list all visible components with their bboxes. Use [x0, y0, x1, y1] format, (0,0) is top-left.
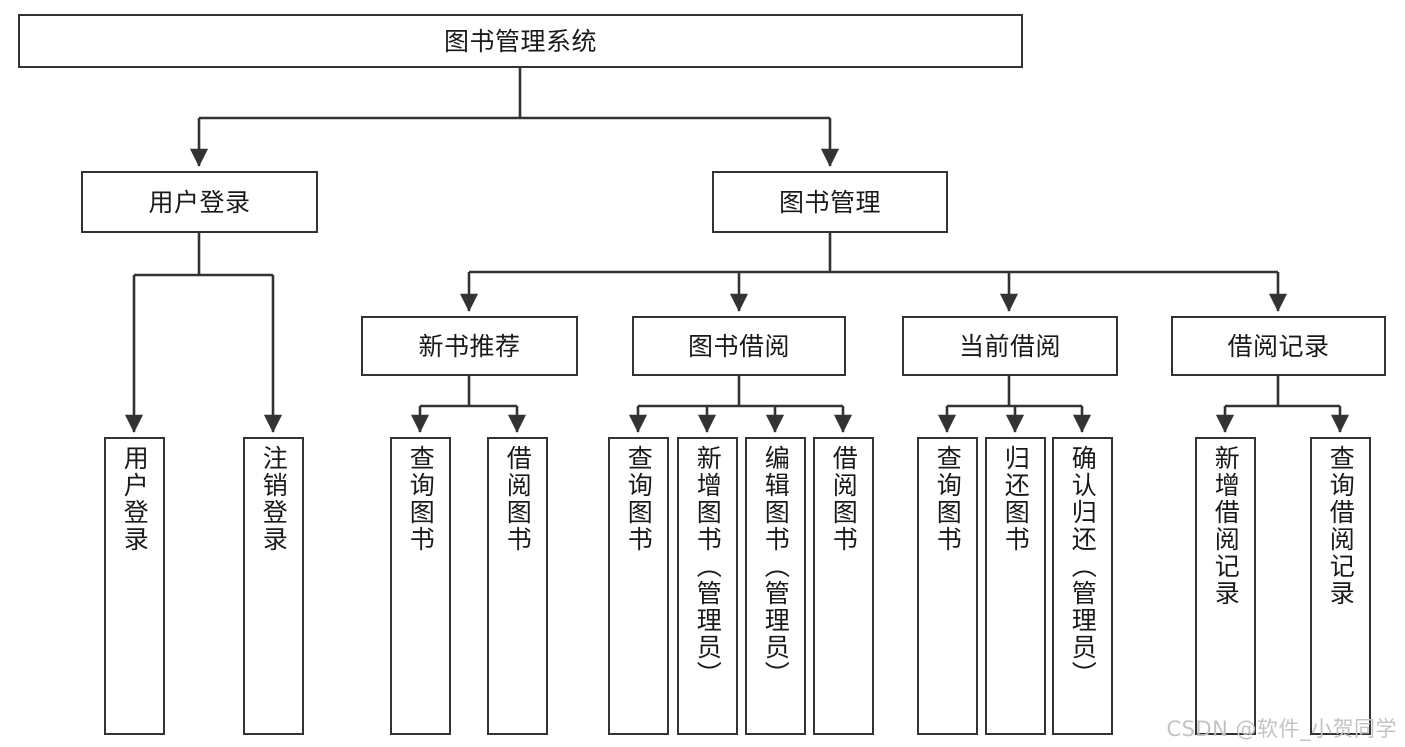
node-book-management-label: 图书管理: [778, 187, 881, 217]
leaf-add-book-admin-label: 新增图书（管理员）: [693, 445, 723, 688]
leaf-query-book-current-label: 查询图书: [933, 445, 963, 553]
leaf-user-login-label: 用户登录: [120, 445, 150, 553]
leaf-return-book-label: 归还图书: [1001, 445, 1031, 553]
node-current-borrow[interactable]: 当前借阅: [902, 316, 1118, 376]
leaf-edit-book-admin-label: 编辑图书（管理员）: [761, 445, 791, 688]
leaf-logout-label: 注销登录: [259, 445, 289, 553]
leaf-query-book-new-label: 查询图书: [406, 445, 436, 553]
node-borrow-record[interactable]: 借阅记录: [1171, 316, 1386, 376]
leaf-add-borrow-record[interactable]: 新增借阅记录: [1195, 437, 1256, 735]
node-user-login[interactable]: 用户登录: [81, 171, 318, 233]
leaf-add-borrow-record-label: 新增借阅记录: [1211, 445, 1241, 607]
node-book-borrow[interactable]: 图书借阅: [632, 316, 846, 376]
node-root-label: 图书管理系统: [443, 26, 597, 56]
leaf-borrow-book-new[interactable]: 借阅图书: [487, 437, 548, 735]
leaf-borrow-book-label: 借阅图书: [829, 445, 859, 553]
leaf-query-book-borrow[interactable]: 查询图书: [608, 437, 669, 735]
leaf-query-book-current[interactable]: 查询图书: [917, 437, 978, 735]
csdn-watermark: CSDN @软件_小贺同学: [1166, 717, 1397, 741]
leaf-user-login[interactable]: 用户登录: [104, 437, 165, 735]
leaf-confirm-return-admin[interactable]: 确认归还（管理员）: [1052, 437, 1113, 735]
leaf-edit-book-admin[interactable]: 编辑图书（管理员）: [745, 437, 806, 735]
node-root[interactable]: 图书管理系统: [18, 14, 1023, 68]
leaf-query-borrow-record[interactable]: 查询借阅记录: [1310, 437, 1371, 735]
node-book-management[interactable]: 图书管理: [712, 171, 948, 233]
node-book-borrow-label: 图书借阅: [687, 331, 790, 361]
node-current-borrow-label: 当前借阅: [958, 331, 1061, 361]
leaf-query-borrow-record-label: 查询借阅记录: [1326, 445, 1356, 607]
node-user-login-label: 用户登录: [148, 187, 251, 217]
leaf-logout[interactable]: 注销登录: [243, 437, 304, 735]
leaf-return-book[interactable]: 归还图书: [985, 437, 1046, 735]
leaf-add-book-admin[interactable]: 新增图书（管理员）: [677, 437, 738, 735]
leaf-confirm-return-admin-label: 确认归还（管理员）: [1068, 445, 1098, 688]
leaf-query-book-borrow-label: 查询图书: [624, 445, 654, 553]
leaf-borrow-book-new-label: 借阅图书: [503, 445, 533, 553]
node-new-book-recommend-label: 新书推荐: [418, 331, 521, 361]
node-new-book-recommend[interactable]: 新书推荐: [361, 316, 578, 376]
leaf-query-book-new[interactable]: 查询图书: [390, 437, 451, 735]
leaf-borrow-book[interactable]: 借阅图书: [813, 437, 874, 735]
node-borrow-record-label: 借阅记录: [1227, 331, 1330, 361]
